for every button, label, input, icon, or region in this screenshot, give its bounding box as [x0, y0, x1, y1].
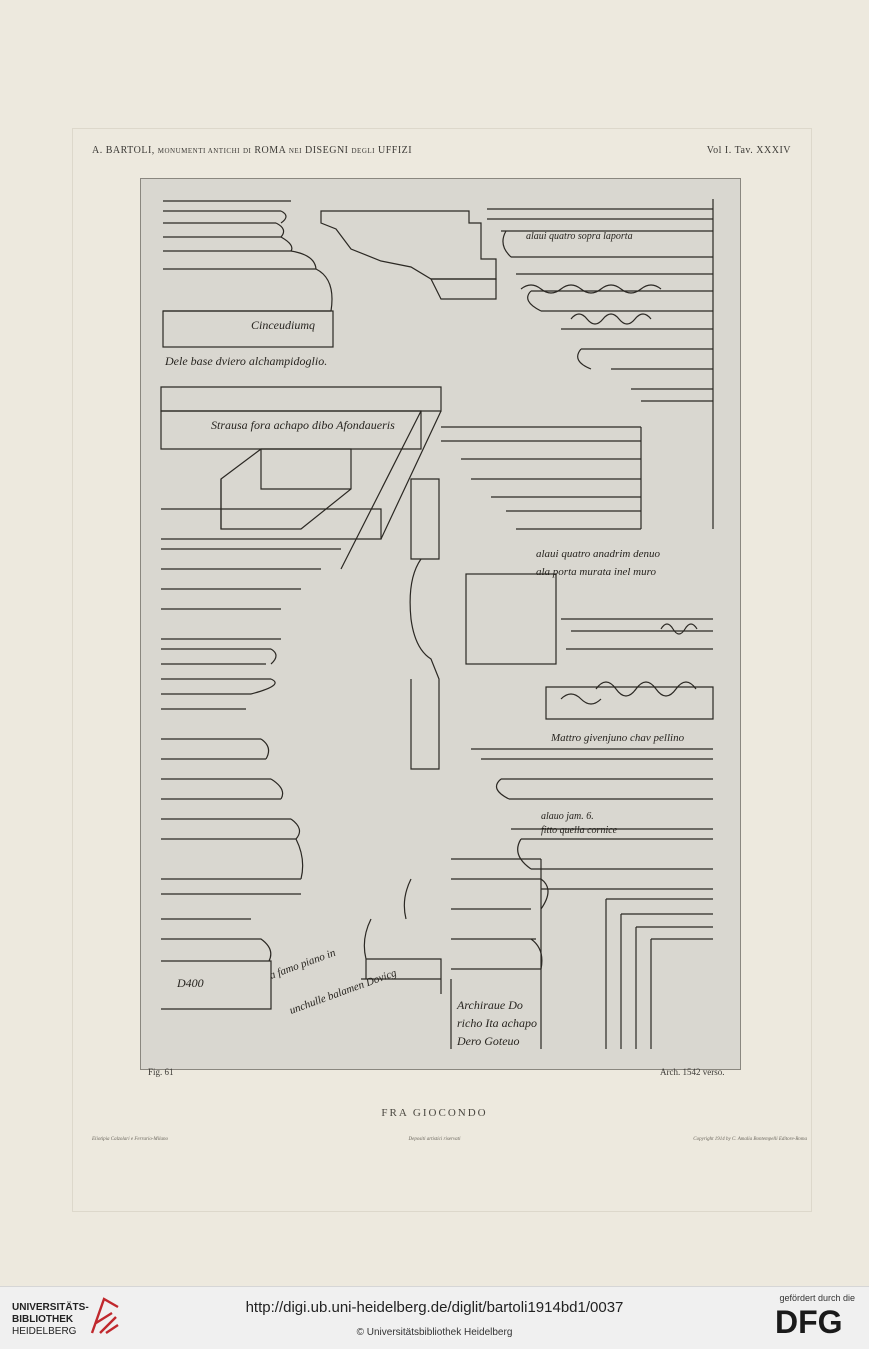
- inscription-14: Dero Goteuo: [456, 1034, 520, 1048]
- rights-note: Depositi artistici riservati: [408, 1137, 461, 1142]
- inscription-2: Cinceudiumq: [251, 318, 315, 332]
- library-name: UNIVERSITÄTS- BIBLIOTHEK HEIDELBERG: [12, 1302, 89, 1337]
- inscription-13: richo Ita achapo: [457, 1016, 537, 1030]
- dfg-logo-icon: DFG: [775, 1305, 843, 1337]
- funding-note: gefördert durch die: [779, 1293, 855, 1303]
- copyright-line: © Universitätsbibliothek Heidelberg: [356, 1327, 513, 1338]
- inscription-15: D400: [176, 976, 204, 990]
- viewer-footer: UNIVERSITÄTS- BIBLIOTHEK HEIDELBERG http…: [0, 1286, 869, 1349]
- svg-text:DFG: DFG: [775, 1305, 843, 1337]
- inscription-1: Dele base dviero alchampidoglio.: [164, 354, 327, 368]
- inscription-12: Archiraue Do: [456, 998, 523, 1012]
- permalink-link[interactable]: http://digi.ub.uni-heidelberg.de/diglit/…: [245, 1299, 624, 1316]
- archive-label: Arch. 1542 verso.: [660, 1067, 725, 1077]
- drawing-sketch: Dele base dviero alchampidoglio. Cinceud…: [160, 199, 714, 1049]
- inscription-10: a famo piano in: [268, 947, 338, 982]
- inscription-3: Strausa fora achapo dibo Afondaueris: [211, 418, 395, 432]
- permalink[interactable]: http://digi.ub.uni-heidelberg.de/diglit/…: [0, 1299, 869, 1316]
- inscription-5: alaui quatro anadrim denuo: [536, 548, 660, 560]
- copyright-note: Copyright 1914 by C. Amalia Bontempelli …: [693, 1137, 807, 1142]
- inscription-8: alauo jam. 6.: [541, 811, 594, 822]
- inscription-6: ala porta murata inel muro: [536, 566, 656, 578]
- inscription-11: unchulle balamen Dovicg: [288, 967, 399, 1017]
- inscription-7: Mattro givenjuno chav pellino: [550, 732, 685, 744]
- printer-credit: Eliotipia Calzolari e Ferrario-Milano: [92, 1137, 168, 1142]
- plate-header-right: Vol I. Tav. XXXIV: [706, 145, 791, 156]
- architectural-drawing: Dele base dviero alchampidoglio. Cinceud…: [140, 178, 741, 1070]
- figure-label: Fig. 61: [148, 1067, 174, 1077]
- plate-header-left: A. BARTOLI, MONUMENTI ANTICHI DI ROMA NE…: [92, 145, 413, 156]
- inscription-9: fitto quella cornice: [541, 825, 618, 836]
- plate-border: [72, 128, 812, 1212]
- inscription-4: alaui quatro sopra laporta: [526, 231, 633, 242]
- plate-caption: FRA GIOCONDO: [381, 1107, 488, 1119]
- library-logo-icon: [90, 1297, 119, 1334]
